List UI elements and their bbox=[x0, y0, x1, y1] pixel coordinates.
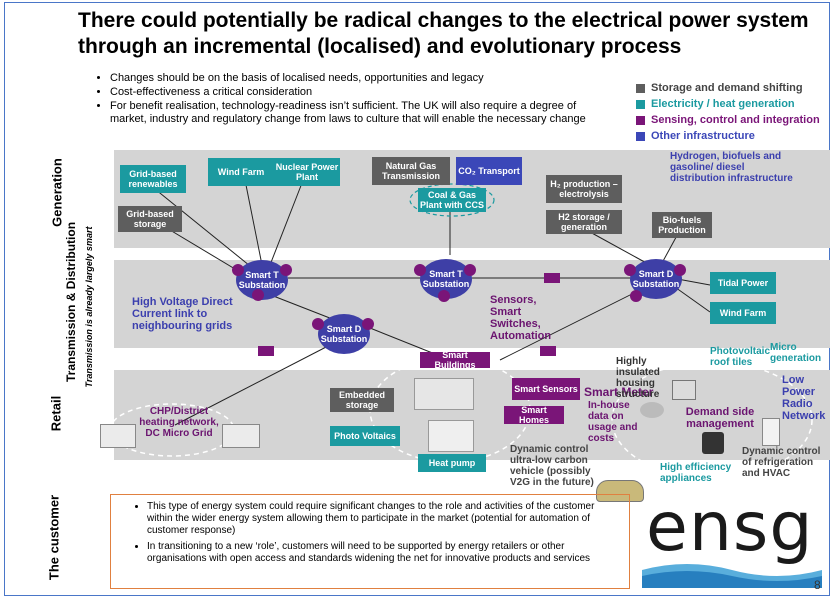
buildings-icon bbox=[414, 378, 474, 410]
bullet-1: Changes should be on the basis of locali… bbox=[110, 72, 606, 85]
legend-swatch bbox=[636, 99, 645, 109]
in-house-data-label: In-house data on usage and costs bbox=[588, 400, 638, 444]
legend-item-other: Other infrastructure bbox=[636, 128, 820, 144]
coal-gas-ccs-box: Coal & Gas Plant with CCS bbox=[418, 188, 486, 212]
node-dot bbox=[630, 290, 642, 302]
node-dot bbox=[252, 289, 264, 301]
meter-icon bbox=[640, 402, 664, 418]
fridge-icon bbox=[762, 418, 780, 446]
smart-d-substation-1: Smart D Substation bbox=[318, 314, 370, 354]
smart-sensors-box: Smart Sensors bbox=[512, 378, 580, 400]
legend-item-storage: Storage and demand shifting bbox=[636, 80, 820, 96]
photo-voltaics-box: Photo Voltaics bbox=[330, 426, 400, 446]
appliance-icon bbox=[672, 380, 696, 400]
co2-transport-box: CO₂ Transport bbox=[456, 157, 522, 185]
insulated-housing-label: Highly insulated housing structure bbox=[616, 356, 660, 400]
link-square bbox=[540, 346, 556, 356]
demand-side-label: Demand side management bbox=[685, 406, 755, 430]
legend: Storage and demand shifting Electricity … bbox=[636, 80, 820, 144]
node-dot bbox=[624, 264, 636, 276]
bullet-2: Cost-effectiveness a critical considerat… bbox=[110, 86, 606, 99]
nuclear-box: Nuclear Power Plant bbox=[274, 158, 340, 186]
legend-swatch bbox=[636, 83, 645, 93]
node-dot bbox=[280, 264, 292, 276]
low-power-radio-label: Low Power Radio Network bbox=[782, 374, 826, 422]
hydrogen-note: Hydrogen, biofuels and gasoline/ diesel … bbox=[670, 151, 793, 184]
hvdc-label: High Voltage Direct Current link to neig… bbox=[132, 296, 233, 332]
biofuels-box: Bio-fuels Production bbox=[652, 212, 712, 238]
node-dot bbox=[414, 264, 426, 276]
link-square bbox=[258, 346, 274, 356]
customer-bullet-2: In transitioning to a new ‘role’, custom… bbox=[147, 541, 621, 565]
house-icon-center bbox=[428, 420, 474, 452]
td-wind-farm-box: Wind Farm bbox=[710, 302, 776, 324]
legend-swatch bbox=[636, 131, 645, 141]
pv-roof-tiles-label: Photovoltaic roof tiles bbox=[710, 346, 771, 368]
legend-item-generation: Electricity / heat generation bbox=[636, 96, 820, 112]
h2-production-box: H₂ production – electrolysis bbox=[546, 175, 622, 203]
high-efficiency-label: High efficiency appliances bbox=[660, 462, 732, 484]
customer-bullet-1: This type of energy system could require… bbox=[147, 501, 621, 537]
sensors-label: Sensors, Smart Switches, Automation bbox=[490, 294, 552, 342]
tidal-power-box: Tidal Power bbox=[710, 272, 776, 294]
h2-storage-box: H2 storage / generation bbox=[546, 210, 622, 234]
smart-homes-box: Smart Homes bbox=[504, 405, 564, 425]
logo-wave bbox=[642, 564, 822, 588]
house-icon-right bbox=[222, 424, 260, 448]
smart-buildings-box: Smart Buildings bbox=[420, 350, 490, 370]
natural-gas-box: Natural Gas Transmission bbox=[372, 157, 450, 185]
embedded-storage-box: Embedded storage bbox=[330, 388, 394, 412]
node-dot bbox=[362, 318, 374, 330]
node-dot bbox=[312, 318, 324, 330]
chp-label: CHP/District heating network, DC Micro G… bbox=[139, 406, 219, 439]
node-dot bbox=[464, 264, 476, 276]
dynamic-vehicle-label: Dynamic control ultra-low carbon vehicle… bbox=[510, 444, 594, 488]
wind-farm-box: Wind Farm bbox=[208, 158, 274, 186]
micro-generation-label: Micro generation bbox=[770, 342, 822, 364]
node-dot bbox=[674, 264, 686, 276]
grid-storage-box: Grid-based storage bbox=[118, 206, 182, 232]
washer-icon bbox=[702, 432, 724, 454]
page-number: 8 bbox=[814, 578, 821, 592]
house-icon-left bbox=[100, 424, 136, 448]
slide-title: There could potentially be radical chang… bbox=[78, 9, 809, 58]
customer-box: This type of energy system could require… bbox=[110, 494, 630, 589]
link-square bbox=[544, 273, 560, 283]
grid-renewables-box: Grid-based renewables bbox=[120, 165, 186, 193]
heat-pump-box: Heat pump bbox=[418, 454, 486, 472]
car-icon bbox=[596, 480, 644, 502]
intro-bullets: Changes should be on the basis of locali… bbox=[96, 72, 606, 127]
smart-meter-label: Smart Meter bbox=[584, 385, 654, 399]
legend-item-sensing: Sensing, control and integration bbox=[636, 112, 820, 128]
node-dot bbox=[232, 264, 244, 276]
legend-swatch bbox=[636, 115, 645, 125]
ensg-logo: ensg bbox=[646, 488, 814, 567]
node-dot bbox=[438, 290, 450, 302]
dynamic-refrigeration-label: Dynamic control of refrigeration and HVA… bbox=[742, 446, 821, 479]
bullet-3: For benefit realisation, technology-read… bbox=[110, 100, 606, 126]
